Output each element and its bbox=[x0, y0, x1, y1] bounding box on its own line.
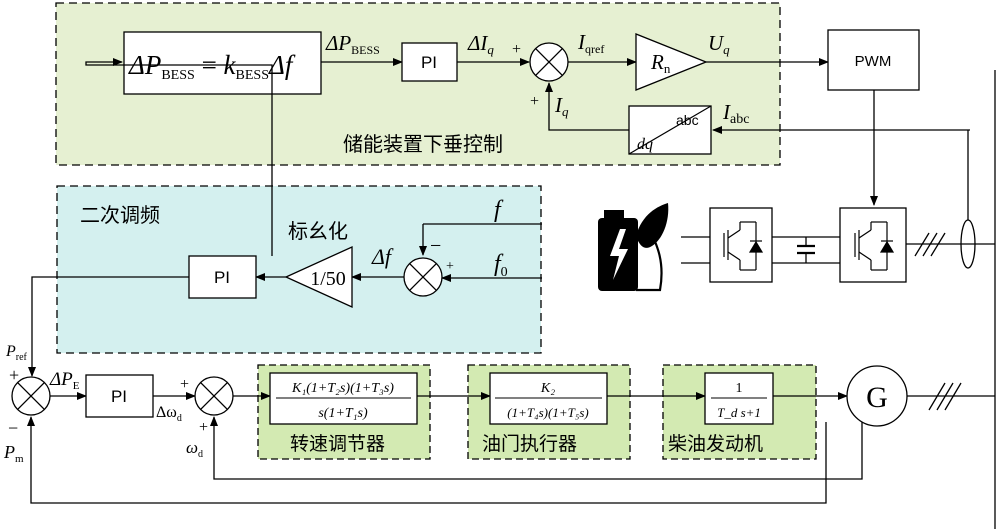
summing-junction-frequency bbox=[403, 257, 443, 297]
svg-text:Pref: Pref bbox=[5, 343, 28, 363]
summing-junction-power bbox=[11, 376, 51, 416]
secondary-frequency-title: 二次调频 bbox=[80, 203, 160, 227]
sign-plus-droop-bottom: + bbox=[530, 93, 539, 110]
gain-1-50-label: 1/50 bbox=[310, 268, 346, 290]
throttle-actuator-title: 油门执行器 bbox=[482, 433, 577, 455]
droop-equation-block bbox=[123, 31, 322, 95]
svg-text:Δωd: Δωd bbox=[156, 404, 182, 424]
svg-text:ΔIq: ΔIq bbox=[467, 31, 494, 57]
speed-regulator-title: 转速调节器 bbox=[290, 433, 385, 455]
battery-icon bbox=[598, 203, 669, 292]
converter-1 bbox=[709, 207, 773, 283]
iq-label: I bbox=[554, 93, 563, 117]
pi-block-droop bbox=[401, 42, 458, 82]
summing-junction-droop bbox=[529, 42, 569, 82]
svg-text:ΔPBESS: ΔPBESS bbox=[325, 31, 380, 57]
sign-minus-pm: − bbox=[8, 418, 18, 438]
svg-text:Iq: Iq bbox=[554, 93, 569, 119]
dp-e-sub: E bbox=[73, 380, 80, 392]
dp-bess-sub: BESS bbox=[351, 43, 380, 57]
d-iq-sub: q bbox=[487, 42, 494, 57]
svg-text:f0: f0 bbox=[494, 251, 508, 280]
iq-ref-sub: qref bbox=[585, 42, 604, 56]
svg-text:Pm: Pm bbox=[3, 442, 24, 465]
droop-control-title: 储能装置下垂控制 bbox=[343, 132, 503, 156]
omega-d-label: ω bbox=[186, 438, 198, 457]
svg-text:Iqref: Iqref bbox=[577, 30, 604, 56]
throttle-tf-num: K₂ bbox=[540, 381, 555, 396]
pi-block-secondary bbox=[188, 255, 257, 299]
uq-sub: q bbox=[723, 42, 730, 57]
engine-tf-num: 1 bbox=[736, 381, 743, 396]
f0-sub: 0 bbox=[501, 265, 508, 280]
p-m-sub: m bbox=[15, 453, 24, 465]
summing-junction-speed bbox=[194, 376, 234, 416]
svg-text:ΔPE: ΔPE bbox=[49, 369, 80, 392]
normalize-label: 标幺化 bbox=[288, 219, 348, 243]
svg-text:Rn: Rn bbox=[650, 50, 671, 76]
d-omega-d-sub: d bbox=[177, 413, 182, 424]
rn-label: R bbox=[650, 50, 664, 74]
converter-2 bbox=[839, 207, 907, 283]
iabc-label: I bbox=[722, 100, 731, 124]
abc-label: abc bbox=[676, 112, 699, 128]
d-iq-label: ΔI bbox=[467, 31, 488, 55]
droop-eq-lhs-sub: BESS bbox=[161, 68, 194, 83]
pi-block-governor bbox=[85, 374, 154, 418]
f0-label: f bbox=[494, 251, 504, 277]
sign-plus-domega: + bbox=[180, 376, 189, 393]
iq-ref-label: I bbox=[577, 30, 586, 54]
df-label: Δf bbox=[371, 244, 394, 269]
engine-tf-den: T_d s+1 bbox=[717, 405, 761, 420]
omega-d-sub: d bbox=[198, 449, 203, 460]
sign-plus-droop-top: + bbox=[512, 41, 521, 58]
per-unit-gain-block bbox=[284, 245, 353, 309]
svg-text:ΔPBESS = kBESSΔf: ΔPBESS = kBESSΔf bbox=[128, 50, 296, 83]
capacitor-icon bbox=[797, 237, 815, 263]
iq-sub: q bbox=[562, 104, 569, 119]
throttle-tf-den: (1+T₄s)(1+T₅s) bbox=[507, 405, 588, 420]
sign-plus-pref: + bbox=[9, 365, 19, 385]
igbt-icon-2 bbox=[854, 221, 895, 271]
pwm-block bbox=[827, 29, 920, 91]
f-label: f bbox=[494, 197, 504, 223]
generator-label: G bbox=[866, 381, 888, 414]
pi-label-governor: PI bbox=[111, 387, 127, 406]
p-m-label: P bbox=[3, 442, 15, 462]
svg-text:Iabc: Iabc bbox=[722, 100, 749, 127]
dp-bess-label: ΔP bbox=[325, 31, 351, 55]
speed-tf-den: s(1+T₁s) bbox=[318, 406, 368, 421]
sign-minus-f: − bbox=[430, 235, 441, 257]
pwm-label: PWM bbox=[855, 53, 892, 70]
dq-label: dq bbox=[637, 136, 653, 153]
d-omega-d-label: Δω bbox=[156, 404, 177, 421]
p-ref-label: P bbox=[5, 343, 16, 360]
diesel-engine-title: 柴油发动机 bbox=[668, 433, 763, 455]
dp-e-label: ΔP bbox=[49, 369, 73, 390]
sign-plus-f0: + bbox=[446, 259, 454, 274]
rn-sub: n bbox=[664, 61, 671, 76]
sign-plus-omega: + bbox=[199, 419, 208, 436]
pi-label-secondary: PI bbox=[214, 268, 230, 287]
pi-label-droop: PI bbox=[421, 53, 437, 72]
iabc-sub: abc bbox=[730, 112, 749, 127]
svg-text:Uq: Uq bbox=[708, 31, 730, 57]
droop-eq-k-sub: BESS bbox=[236, 68, 269, 83]
uq-label: U bbox=[708, 31, 725, 55]
rn-gain-block bbox=[635, 33, 708, 91]
secondary-frequency-region bbox=[56, 185, 542, 354]
p-ref-sub: ref bbox=[16, 352, 28, 363]
svg-text:ωd: ωd bbox=[186, 438, 203, 460]
igbt-icon-1 bbox=[723, 221, 764, 271]
speed-tf-num: K₁(1+T₂s)(1+T₃s) bbox=[291, 381, 394, 396]
